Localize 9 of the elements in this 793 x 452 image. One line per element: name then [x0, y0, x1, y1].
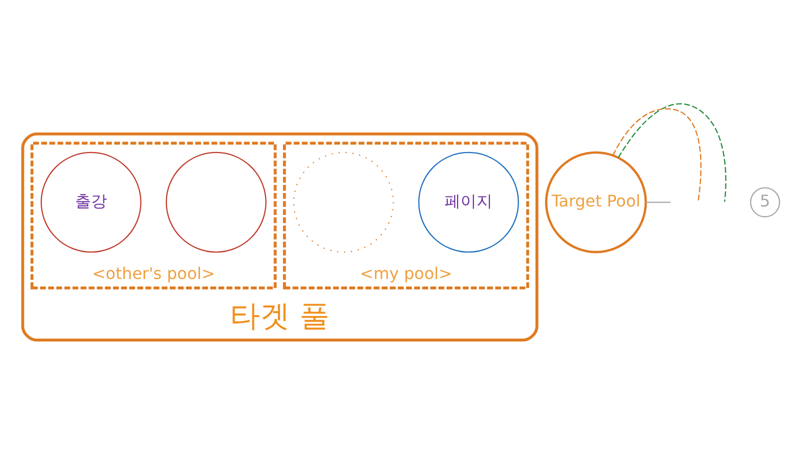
connector: [646, 201, 670, 202]
connector: [612, 108, 702, 202]
node-circle: 출강: [40, 151, 142, 252]
connector: [618, 102, 726, 202]
node-circle: Target Pool: [545, 150, 647, 253]
node-circle: [166, 151, 266, 252]
node-circle: 페이지: [418, 151, 519, 252]
label: 5: [760, 191, 770, 210]
node-circle: [293, 151, 394, 252]
